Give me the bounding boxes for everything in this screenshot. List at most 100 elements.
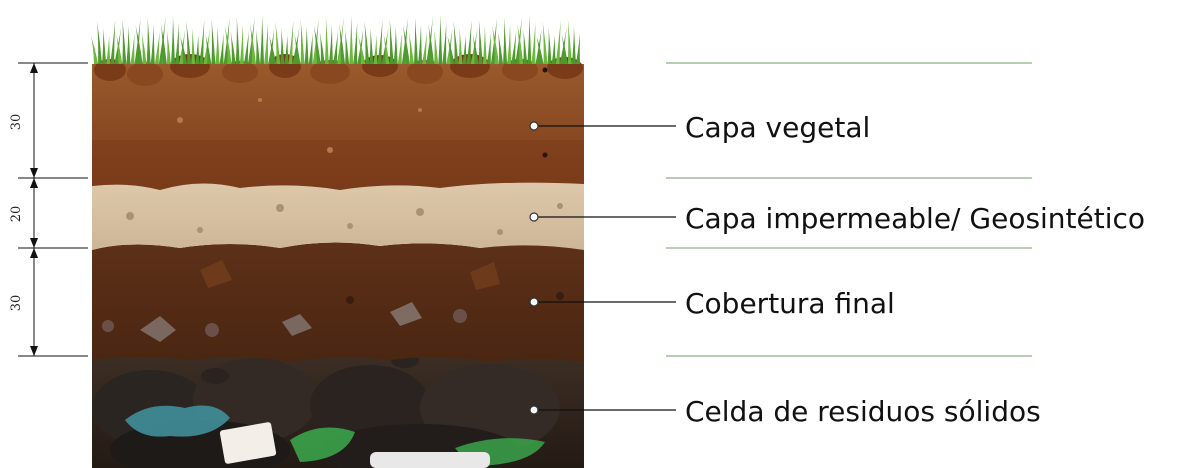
grass	[91, 15, 580, 64]
grass-blade	[571, 26, 576, 64]
grass-blade	[205, 34, 212, 64]
pebble	[542, 152, 548, 158]
grass-blade	[357, 29, 364, 64]
grass-blade	[369, 28, 374, 64]
rock	[140, 316, 176, 342]
grass-blade	[260, 15, 265, 64]
topsoil-rock	[310, 60, 350, 84]
grass-blade	[438, 15, 443, 64]
grass-blade	[91, 36, 98, 64]
grass-blade	[531, 22, 536, 64]
topsoil-rock	[94, 59, 126, 81]
grass-blade	[515, 16, 523, 64]
grass-blade	[503, 17, 508, 64]
grain	[557, 203, 563, 209]
grass-blade	[319, 32, 325, 64]
white-plastic	[370, 452, 490, 468]
grass-blade	[300, 19, 305, 64]
grass-blade	[377, 20, 383, 64]
grass-blade	[116, 34, 123, 64]
rock	[390, 302, 422, 326]
bag-knot	[201, 368, 229, 384]
grass-blade	[408, 32, 414, 64]
grass-blade	[413, 17, 418, 64]
grass-blade	[337, 16, 344, 64]
pebble	[542, 67, 548, 73]
label-capa-vegetal: Capa vegetal	[685, 111, 870, 144]
grass-blade	[542, 21, 548, 64]
waste-cell-layer	[92, 352, 584, 468]
grass-blade	[110, 20, 116, 64]
grass-blade	[517, 23, 524, 64]
grass-blade	[269, 36, 277, 64]
topsoil-rock	[502, 59, 538, 81]
grass-blade	[353, 22, 358, 64]
vegetal-layer	[92, 54, 584, 190]
grass-blade	[401, 18, 408, 64]
grass-blade	[134, 18, 141, 64]
grass-blade	[211, 19, 216, 64]
grain	[197, 227, 203, 233]
pebble	[102, 320, 114, 332]
grass-blade	[555, 20, 561, 64]
grass-blade	[288, 20, 294, 64]
grass-blade	[150, 24, 155, 64]
grass-blade	[490, 18, 497, 64]
grass-blade	[102, 28, 107, 64]
grass-blade	[389, 19, 394, 64]
grass-blade	[535, 29, 542, 64]
blue-plastic-bag	[125, 405, 230, 437]
grass-blade	[247, 16, 255, 64]
grass-blade	[486, 33, 491, 64]
grass-blade	[561, 34, 568, 64]
dimension-label-impermeable: 20	[9, 206, 24, 223]
grass-blade	[478, 19, 483, 64]
topsoil-rock	[222, 61, 258, 83]
grass-blade	[364, 21, 370, 64]
grass-blade	[393, 26, 398, 64]
grass-blade	[328, 24, 333, 64]
grass-blade	[130, 33, 135, 64]
grass-blade	[195, 35, 200, 64]
grass-blade	[239, 24, 244, 64]
grass-blade	[567, 19, 572, 64]
grass-blade	[383, 34, 390, 64]
topsoil-rock	[407, 60, 443, 84]
grass-blade	[466, 20, 472, 64]
grass-blade	[264, 22, 269, 64]
grass-blade	[559, 27, 567, 64]
grass-blade	[223, 18, 230, 64]
grass-blade	[349, 15, 354, 64]
pebble	[418, 108, 422, 112]
grass-blade	[199, 20, 205, 64]
white-carton	[219, 422, 277, 464]
grass-blade	[324, 17, 329, 64]
grass-blade	[114, 27, 122, 64]
grass-blade	[230, 32, 236, 64]
grain	[416, 208, 424, 216]
grass-blade	[447, 36, 455, 64]
grass-blade	[575, 33, 580, 64]
grass-blade	[166, 30, 171, 64]
grass-blade	[135, 25, 143, 64]
dimension-label-cover: 30	[9, 295, 24, 312]
grass-blade	[527, 15, 532, 64]
pebble	[346, 296, 354, 304]
grass-blade	[304, 26, 309, 64]
grass-blade	[491, 25, 499, 64]
pebble	[453, 309, 467, 323]
grass-blade	[312, 18, 319, 64]
grass-blade	[453, 21, 459, 64]
grass-blade	[219, 33, 224, 64]
grass-blade	[97, 21, 103, 64]
pebble	[205, 323, 219, 337]
grass-blade	[511, 31, 517, 64]
grass-blade	[345, 30, 350, 64]
grass-blade	[551, 35, 556, 64]
grass-blade	[507, 24, 512, 64]
dimension-arrows	[30, 63, 38, 356]
grain	[347, 223, 353, 229]
dimension-markers	[18, 62, 88, 357]
grass-blade	[442, 22, 447, 64]
